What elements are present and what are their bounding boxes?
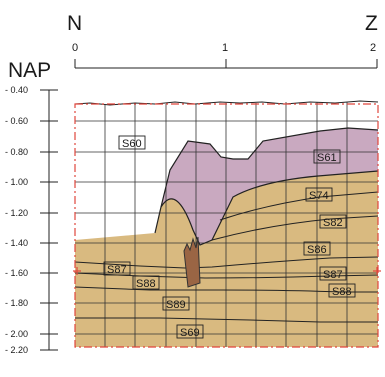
- scale-bar: [74, 59, 378, 69]
- depth-axis: [40, 89, 58, 351]
- layer-labels: S60 S61 S74 S82 S86 S87 S87 S88 S88 S89 …: [103, 135, 356, 339]
- label-box: [118, 135, 146, 150]
- scale-label-1: 1: [222, 42, 228, 54]
- depth-label: - 1.80: [5, 298, 28, 308]
- scale-label-2: 2: [370, 42, 376, 54]
- layer-label-s82: S82: [323, 217, 343, 229]
- label-box: [176, 324, 204, 339]
- layer-label-s87-left: S87: [107, 264, 127, 276]
- boundary-s86-s87: [74, 256, 379, 269]
- survey-marker-left: [73, 267, 81, 275]
- depth-label: - 1.20: [5, 208, 28, 218]
- layer-label-s88-left: S88: [136, 278, 156, 290]
- north-label: N: [67, 12, 82, 35]
- scale-label-0: 0: [72, 42, 78, 54]
- label-box: [319, 214, 347, 229]
- wooden-post: [183, 236, 201, 288]
- boundary-s82-s86: [211, 215, 379, 241]
- survey-marker-right: [373, 267, 381, 275]
- layer-label-s86: S86: [307, 244, 327, 256]
- label-box: [305, 187, 333, 202]
- depth-label: - 0.80: [5, 147, 28, 157]
- label-box: [132, 275, 160, 290]
- depth-label: - 0.40: [5, 85, 28, 95]
- south-label: Z: [365, 12, 378, 35]
- layer-label-s60: S60: [122, 138, 142, 150]
- layer-label-s61: S61: [317, 152, 337, 164]
- boundary-s88-s89: [74, 286, 378, 293]
- layer-label-s69: S69: [180, 327, 200, 339]
- depth-label: - 1.40: [5, 238, 28, 248]
- layer-label-s74: S74: [309, 190, 329, 202]
- label-box: [303, 241, 331, 256]
- depth-label: - 1.00: [5, 177, 28, 187]
- depth-label: - 2.20: [5, 345, 28, 355]
- boundary-s87-s88: [74, 272, 379, 279]
- pit-outline: [154, 127, 379, 234]
- layer-label-s89: S89: [166, 299, 186, 311]
- excavation-border: [74, 103, 379, 348]
- depth-label: - 2.00: [5, 329, 28, 339]
- nap-label: NAP: [8, 59, 51, 82]
- label-box: [313, 149, 341, 164]
- layer-boundaries: [74, 191, 379, 323]
- pit-fill-s61: [155, 128, 378, 245]
- layer-label-s88-right: S88: [332, 286, 352, 298]
- boundary-s74-s82: [219, 191, 379, 221]
- layer-label-s87-right: S87: [323, 269, 343, 281]
- label-box: [328, 283, 356, 298]
- label-box: [162, 296, 190, 311]
- grid: [75, 102, 378, 347]
- boundary-s89-s69: [75, 317, 378, 323]
- depth-label: - 0.60: [5, 116, 28, 126]
- depth-label: - 1.60: [5, 268, 28, 278]
- label-box: [319, 266, 347, 281]
- pit-base-outline: [160, 170, 379, 246]
- label-box: [103, 261, 131, 276]
